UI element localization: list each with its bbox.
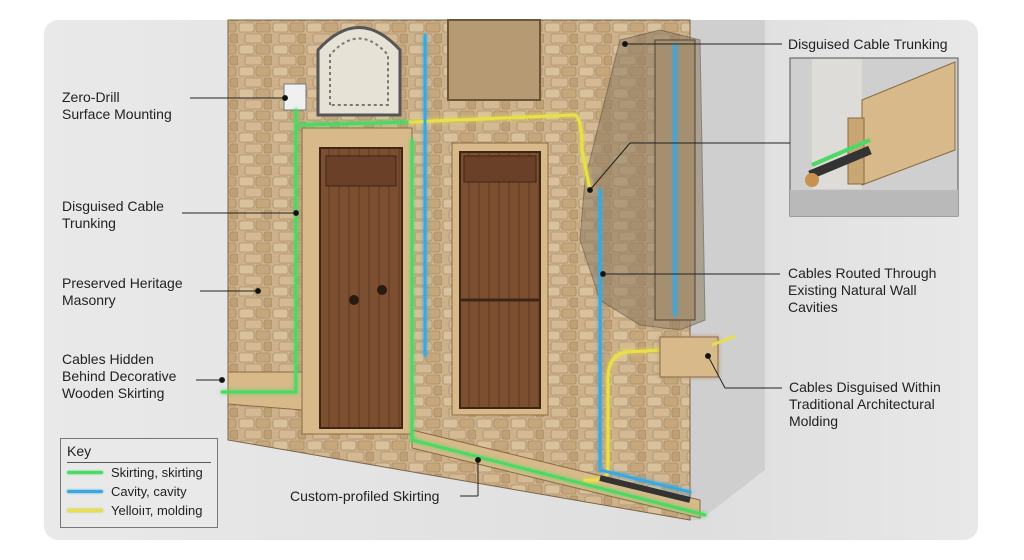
- legend-label: Skirting, skirting: [111, 465, 203, 480]
- label-custom-skirting: Custom-profiled Skirting: [290, 488, 440, 504]
- label-cavities: Cables Routed Through Existing Natural W…: [788, 265, 937, 315]
- upper-window: [447, 19, 541, 101]
- trunking-inset: [789, 57, 959, 217]
- green-cable-top: [298, 120, 412, 127]
- door-knocker: [349, 295, 359, 305]
- leader-lines: [182, 41, 790, 497]
- legend-label: Cavity, cavity: [111, 484, 187, 499]
- yellow-cable-lower: [583, 348, 667, 482]
- green-cable: [220, 108, 298, 394]
- label-trunking-right: Disguised Cable Trunking: [788, 36, 948, 52]
- yellow-swatch: [67, 509, 103, 512]
- legend-item-blue: Cavity, cavity: [67, 482, 217, 501]
- legend-label: Yelloiıт, molding: [111, 503, 203, 518]
- legend-title: Key: [67, 439, 211, 463]
- legend: Key Skirting, skirting Cavity, cavity Ye…: [60, 438, 218, 528]
- yellow-cable: [408, 113, 592, 192]
- arched-window: [316, 26, 402, 117]
- label-trunking-left: Disguised Cable Trunking: [62, 198, 164, 231]
- side-wall: [690, 20, 765, 520]
- green-swatch: [67, 471, 103, 474]
- label-masonry: Preserved Heritage Masonry: [62, 275, 183, 308]
- legend-item-yellow: Yelloiıт, molding: [67, 501, 217, 520]
- blue-cable-cavity: [598, 188, 692, 494]
- blue-swatch: [67, 490, 103, 493]
- legend-item-green: Skirting, skirting: [67, 463, 217, 482]
- label-zero-drill: Zero-Drill Surface Mounting: [62, 89, 172, 122]
- wooden-door: [319, 147, 403, 429]
- green-cable-bottom: [410, 138, 707, 517]
- black-conduit: [599, 475, 691, 503]
- label-skirting-hidden: Cables Hidden Behind Decorative Wooden S…: [62, 351, 177, 401]
- label-molding: Cables Disguised Within Traditional Arch…: [789, 379, 941, 429]
